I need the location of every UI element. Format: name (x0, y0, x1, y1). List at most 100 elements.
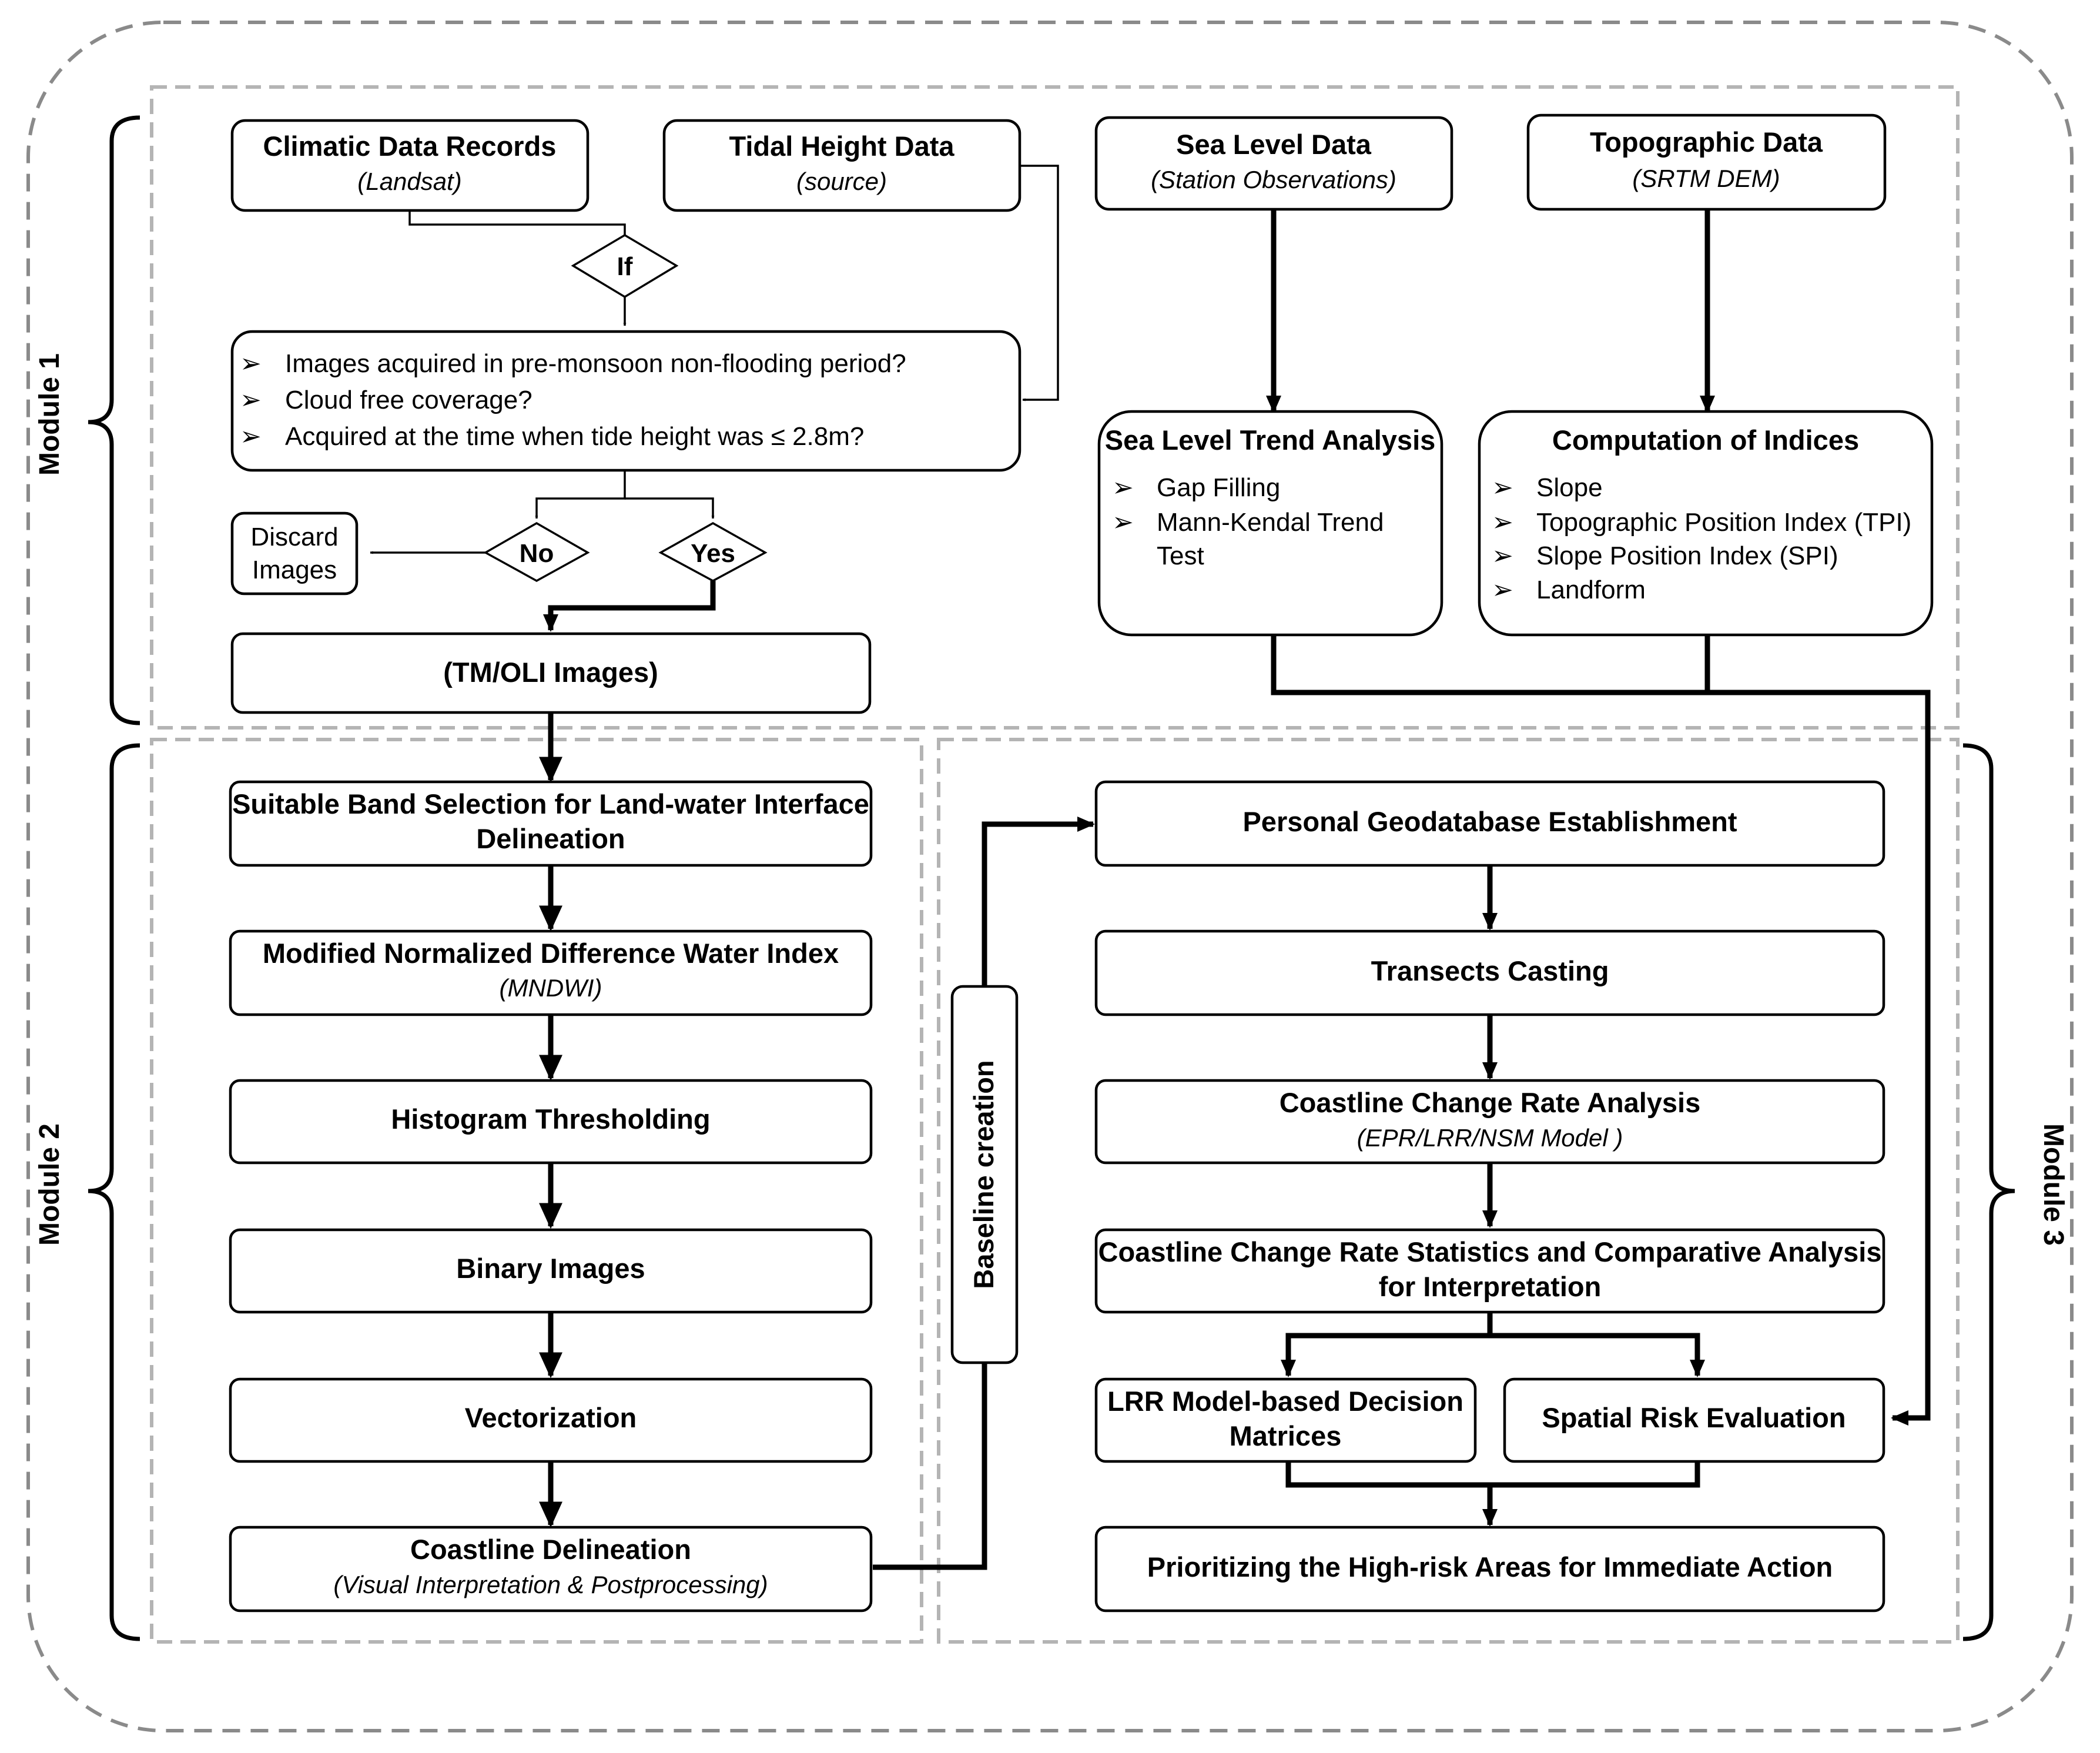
arrow-criteria-yes (625, 497, 715, 519)
sea-level-data-box (1094, 116, 1453, 211)
tm-oli-label: (TM/OLI Images) (443, 657, 658, 688)
coastline-title: Coastline Delineation (410, 1534, 691, 1565)
if-diamond (571, 233, 679, 299)
indices-bullet-3: ➢ (1492, 541, 1513, 570)
geodb-box (1094, 780, 1885, 867)
indices-item-3: Slope Position Index (SPI) (1536, 541, 1838, 570)
sea-trend-item-2: Mann-Kendal Trend (1157, 508, 1384, 537)
arrow-criteria-no (535, 470, 626, 519)
indices-bullet-1: ➢ (1492, 473, 1513, 502)
criteria-item-2: Cloud free coverage? (285, 386, 532, 414)
stats-line-2: for Interpretation (1379, 1271, 1602, 1302)
risk-box (1503, 1377, 1885, 1463)
module3-region (937, 738, 1960, 1644)
criteria-bullet-3: ➢ (240, 422, 262, 451)
outer-frame (26, 21, 2074, 1732)
stats-line-1: Coastline Change Rate Statistics and Com… (1098, 1236, 1882, 1267)
climatic-data-box (230, 119, 590, 212)
criteria-item-3: Acquired at the time when tide height wa… (285, 422, 864, 451)
sea-trend-bullet-1: ➢ (1112, 473, 1134, 502)
module2-brace (88, 743, 140, 1641)
arrow-module1-risk (1271, 635, 1931, 1426)
module1-region (150, 85, 1960, 730)
stats-box (1094, 1228, 1885, 1314)
discard-box (230, 511, 359, 596)
module3-brace (1962, 743, 2015, 1641)
lrr-line-2: Matrices (1230, 1420, 1342, 1451)
criteria-bullet-2: ➢ (240, 386, 262, 414)
module2-region (150, 738, 923, 1644)
indices-bullet-2: ➢ (1492, 508, 1513, 537)
binary-box (229, 1228, 873, 1314)
indices-item-4: Landform (1536, 576, 1646, 604)
arrow-yes-images (543, 581, 716, 632)
arrow-tidal-criteria (1019, 165, 1059, 402)
no-label: No (520, 539, 554, 568)
change-rate-title: Coastline Change Rate Analysis (1280, 1087, 1701, 1118)
module2-label: Module 2 (34, 1123, 65, 1246)
indices-item-2: Topographic Position Index (TPI) (1536, 508, 1911, 537)
band-line-1: Suitable Band Selection for Land-water I… (232, 788, 869, 819)
connector-lrr-risk-join (1285, 1461, 1700, 1488)
climatic-sub: (Landsat) (357, 168, 461, 195)
tidal-title: Tidal Height Data (729, 131, 954, 162)
criteria-bullet-1: ➢ (240, 349, 262, 378)
priority-label: Prioritizing the High-risk Areas for Imm… (1147, 1551, 1833, 1583)
change-rate-sub: (EPR/LRR/NSM Model ) (1357, 1124, 1623, 1152)
criteria-item-1: Images acquired in pre-monsoon non-flood… (285, 349, 906, 378)
indices-title: Computation of Indices (1552, 424, 1859, 456)
geodb-label: Personal Geodatabase Establishment (1242, 806, 1737, 837)
mndwi-sub: (MNDWI) (500, 974, 602, 1002)
sea-trend-bullet-2: ➢ (1112, 508, 1134, 537)
sea-trend-item-1: Gap Filling (1157, 473, 1280, 502)
binary-label: Binary Images (456, 1253, 645, 1284)
arrow-stats-lrr (1281, 1312, 1493, 1377)
tm-oli-box (230, 632, 872, 714)
connector-coastline-baseline (873, 1363, 987, 1570)
baseline-box (950, 985, 1019, 1364)
sea-level-title: Sea Level Data (1176, 129, 1372, 160)
module1-label: Module 1 (34, 353, 65, 476)
transects-label: Transects Casting (1371, 955, 1609, 986)
mndwi-box (229, 929, 873, 1016)
indices-bullet-4: ➢ (1492, 576, 1513, 604)
yes-label: Yes (691, 539, 735, 568)
sea-level-sub: (Station Observations) (1151, 166, 1396, 193)
transects-box (1094, 929, 1885, 1016)
tidal-data-box (662, 119, 1021, 212)
sea-trend-box (1097, 410, 1443, 637)
sea-trend-title: Sea Level Trend Analysis (1105, 424, 1436, 456)
topo-sub: (SRTM DEM) (1632, 165, 1780, 192)
baseline-label: Baseline creation (968, 1060, 999, 1289)
band-line-2: Delineation (476, 823, 625, 854)
indices-box (1478, 410, 1934, 637)
lrr-line-1: LRR Model-based Decision (1107, 1386, 1463, 1417)
coastline-box (229, 1525, 873, 1613)
histogram-label: Histogram Thresholding (391, 1103, 710, 1135)
climatic-title: Climatic Data Records (263, 131, 557, 162)
vectorization-label: Vectorization (465, 1402, 637, 1433)
lrr-box (1094, 1377, 1477, 1463)
priority-box (1094, 1525, 1885, 1613)
band-selection-box (229, 780, 873, 867)
histogram-box (229, 1079, 873, 1165)
discard-line-2: Images (252, 556, 337, 584)
vectorization-box (229, 1377, 873, 1463)
arrow-stats-risk (1490, 1333, 1705, 1377)
mndwi-title: Modified Normalized Difference Water Ind… (263, 938, 839, 969)
topo-title: Topographic Data (1590, 126, 1823, 158)
no-diamond (483, 521, 590, 582)
change-rate-box (1094, 1079, 1885, 1165)
indices-item-1: Slope (1536, 473, 1603, 502)
tidal-sub: (source) (796, 168, 887, 195)
criteria-box (230, 330, 1021, 472)
discard-line-1: Discard (250, 523, 338, 551)
coastline-sub: (Visual Interpretation & Postprocessing) (333, 1571, 768, 1598)
sea-trend-item-2b: Test (1157, 541, 1204, 570)
connector-climatic-if (408, 210, 626, 235)
if-label: If (617, 252, 633, 281)
topo-data-box (1526, 113, 1887, 211)
module3-label: Module 3 (2038, 1123, 2069, 1246)
yes-diamond (658, 521, 768, 582)
